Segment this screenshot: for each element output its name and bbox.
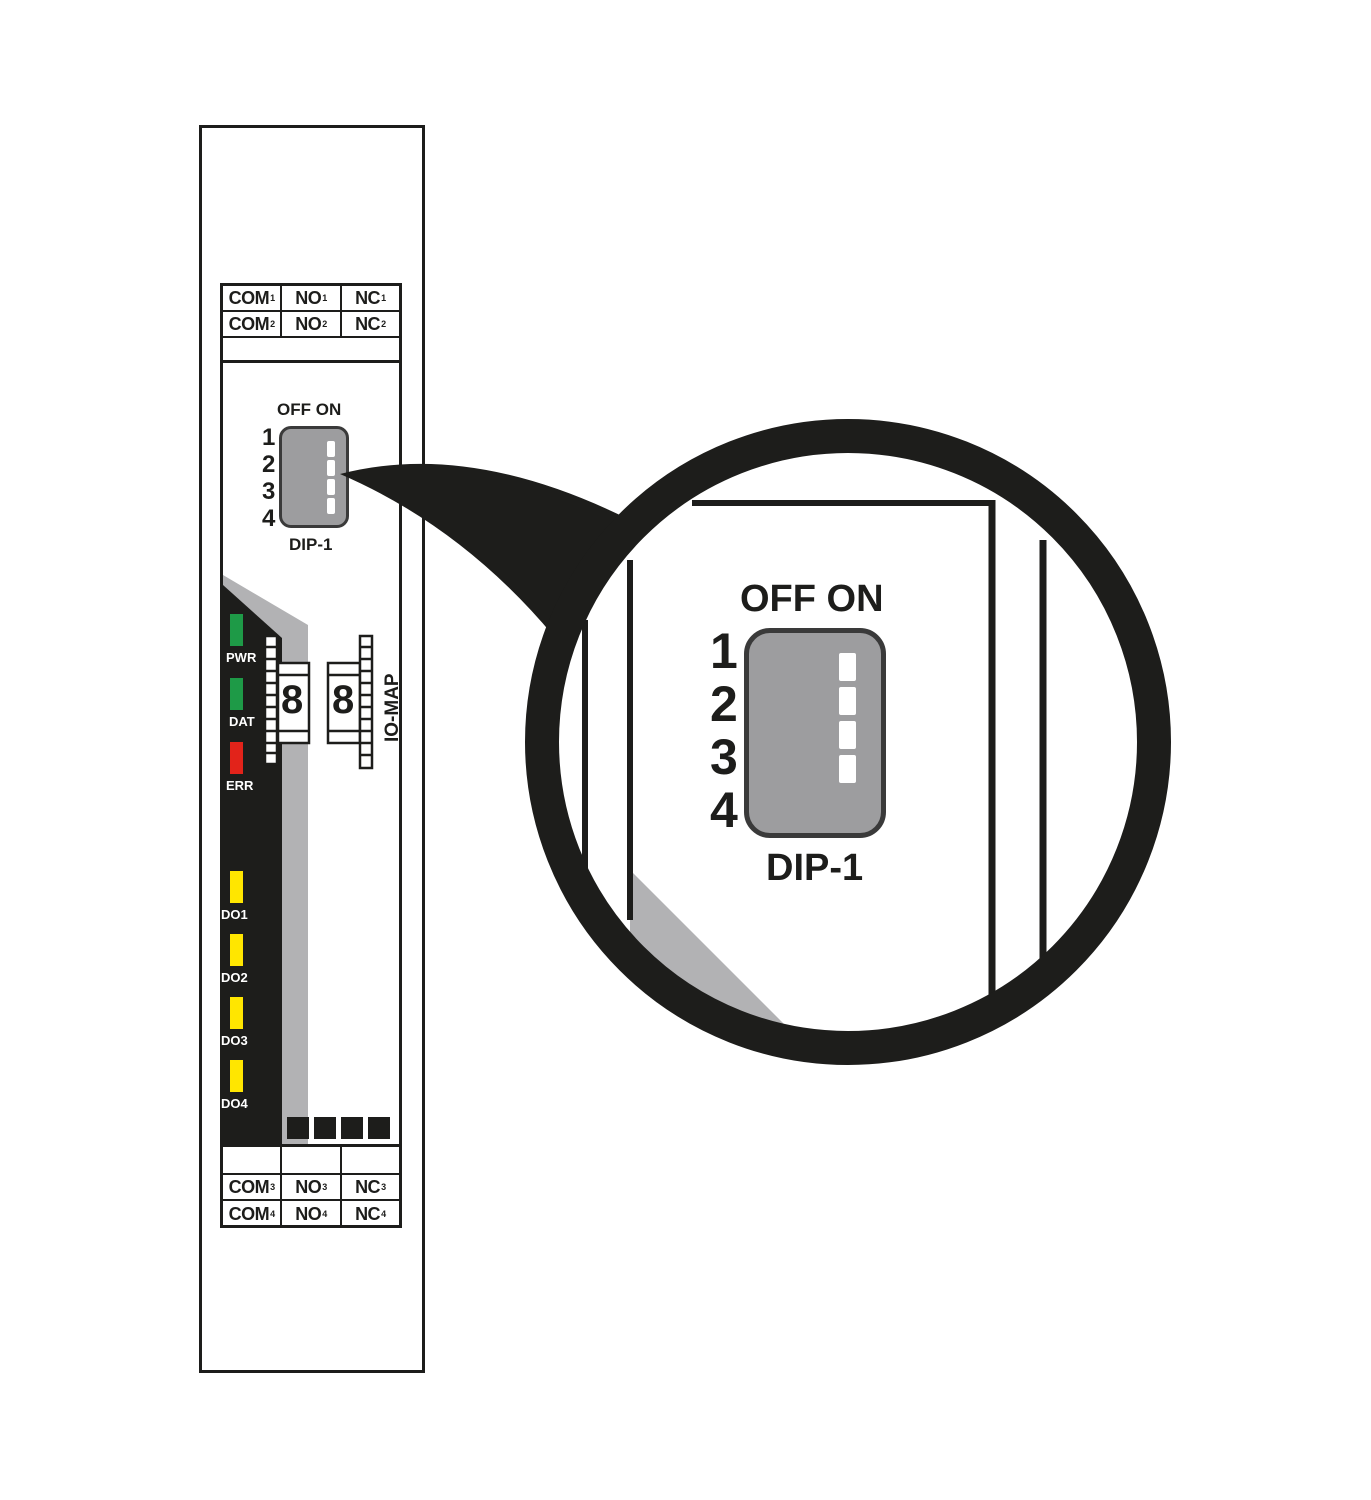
front-panel	[220, 360, 402, 1145]
led-dat-label: DAT	[229, 714, 255, 729]
led-do3-indicator	[230, 997, 243, 1029]
led-err-label: ERR	[226, 778, 254, 793]
callout-dip-lever-2	[839, 687, 856, 715]
callout-dip-name: DIP-1	[766, 847, 864, 889]
dip-position-1: 1	[262, 424, 276, 451]
seven-segment-displays	[263, 634, 374, 770]
dip-position-4: 4	[262, 505, 276, 532]
terminal-spacer-bottom	[223, 1147, 399, 1175]
connector-pin-2	[314, 1117, 336, 1139]
callout-dip-lever-1	[839, 653, 856, 681]
callout-dip-position-4: 4	[710, 782, 738, 838]
seven-segment-digit-1: 8	[281, 678, 304, 722]
callout-dip-header: OFF ON	[740, 578, 884, 620]
led-err-indicator	[230, 742, 243, 774]
dip-position-numbers: 1 2 3 4	[262, 424, 275, 532]
led-do2-indicator	[230, 934, 243, 966]
terminal-spacer-cell	[223, 1147, 283, 1173]
led-pwr-label: PWR	[226, 650, 257, 665]
led-do1-label: DO1	[221, 907, 248, 922]
callout-dip-switch	[744, 628, 886, 838]
dip-name-label: DIP-1	[289, 535, 333, 554]
callout-dip-lever-4	[839, 755, 856, 783]
terminal-spacer-cell	[282, 1147, 342, 1173]
led-dat-indicator	[230, 678, 243, 710]
callout-dip-lever-3	[839, 721, 856, 749]
connector-pin-4	[368, 1117, 390, 1139]
callout-dip-position-numbers: 1 2 3 4	[710, 625, 738, 837]
led-do4-label: DO4	[221, 1096, 248, 1111]
callout-dip-position-3: 3	[710, 729, 738, 785]
callout-dip-position-2: 2	[710, 676, 738, 732]
connector-pin-1	[287, 1117, 309, 1139]
dip-position-2: 2	[262, 451, 276, 478]
dip-switch-lever-1[interactable]	[327, 441, 335, 457]
led-do4-indicator	[230, 1060, 243, 1092]
led-pwr-indicator	[230, 614, 243, 646]
dip-position-3: 3	[262, 478, 276, 505]
callout-dip-position-1: 1	[710, 623, 738, 679]
led-do1-indicator	[230, 871, 243, 903]
connector-pin-3	[341, 1117, 363, 1139]
dip-header-label: OFF ON	[277, 400, 342, 419]
led-do2-label: DO2	[221, 970, 248, 985]
dip-switch-lever-3[interactable]	[327, 479, 335, 495]
seven-segment-digit-2: 8	[332, 678, 355, 722]
dip-switch-lever-4[interactable]	[327, 498, 335, 514]
dip-switch-lever-2[interactable]	[327, 460, 335, 476]
led-do3-label: DO3	[221, 1033, 248, 1048]
